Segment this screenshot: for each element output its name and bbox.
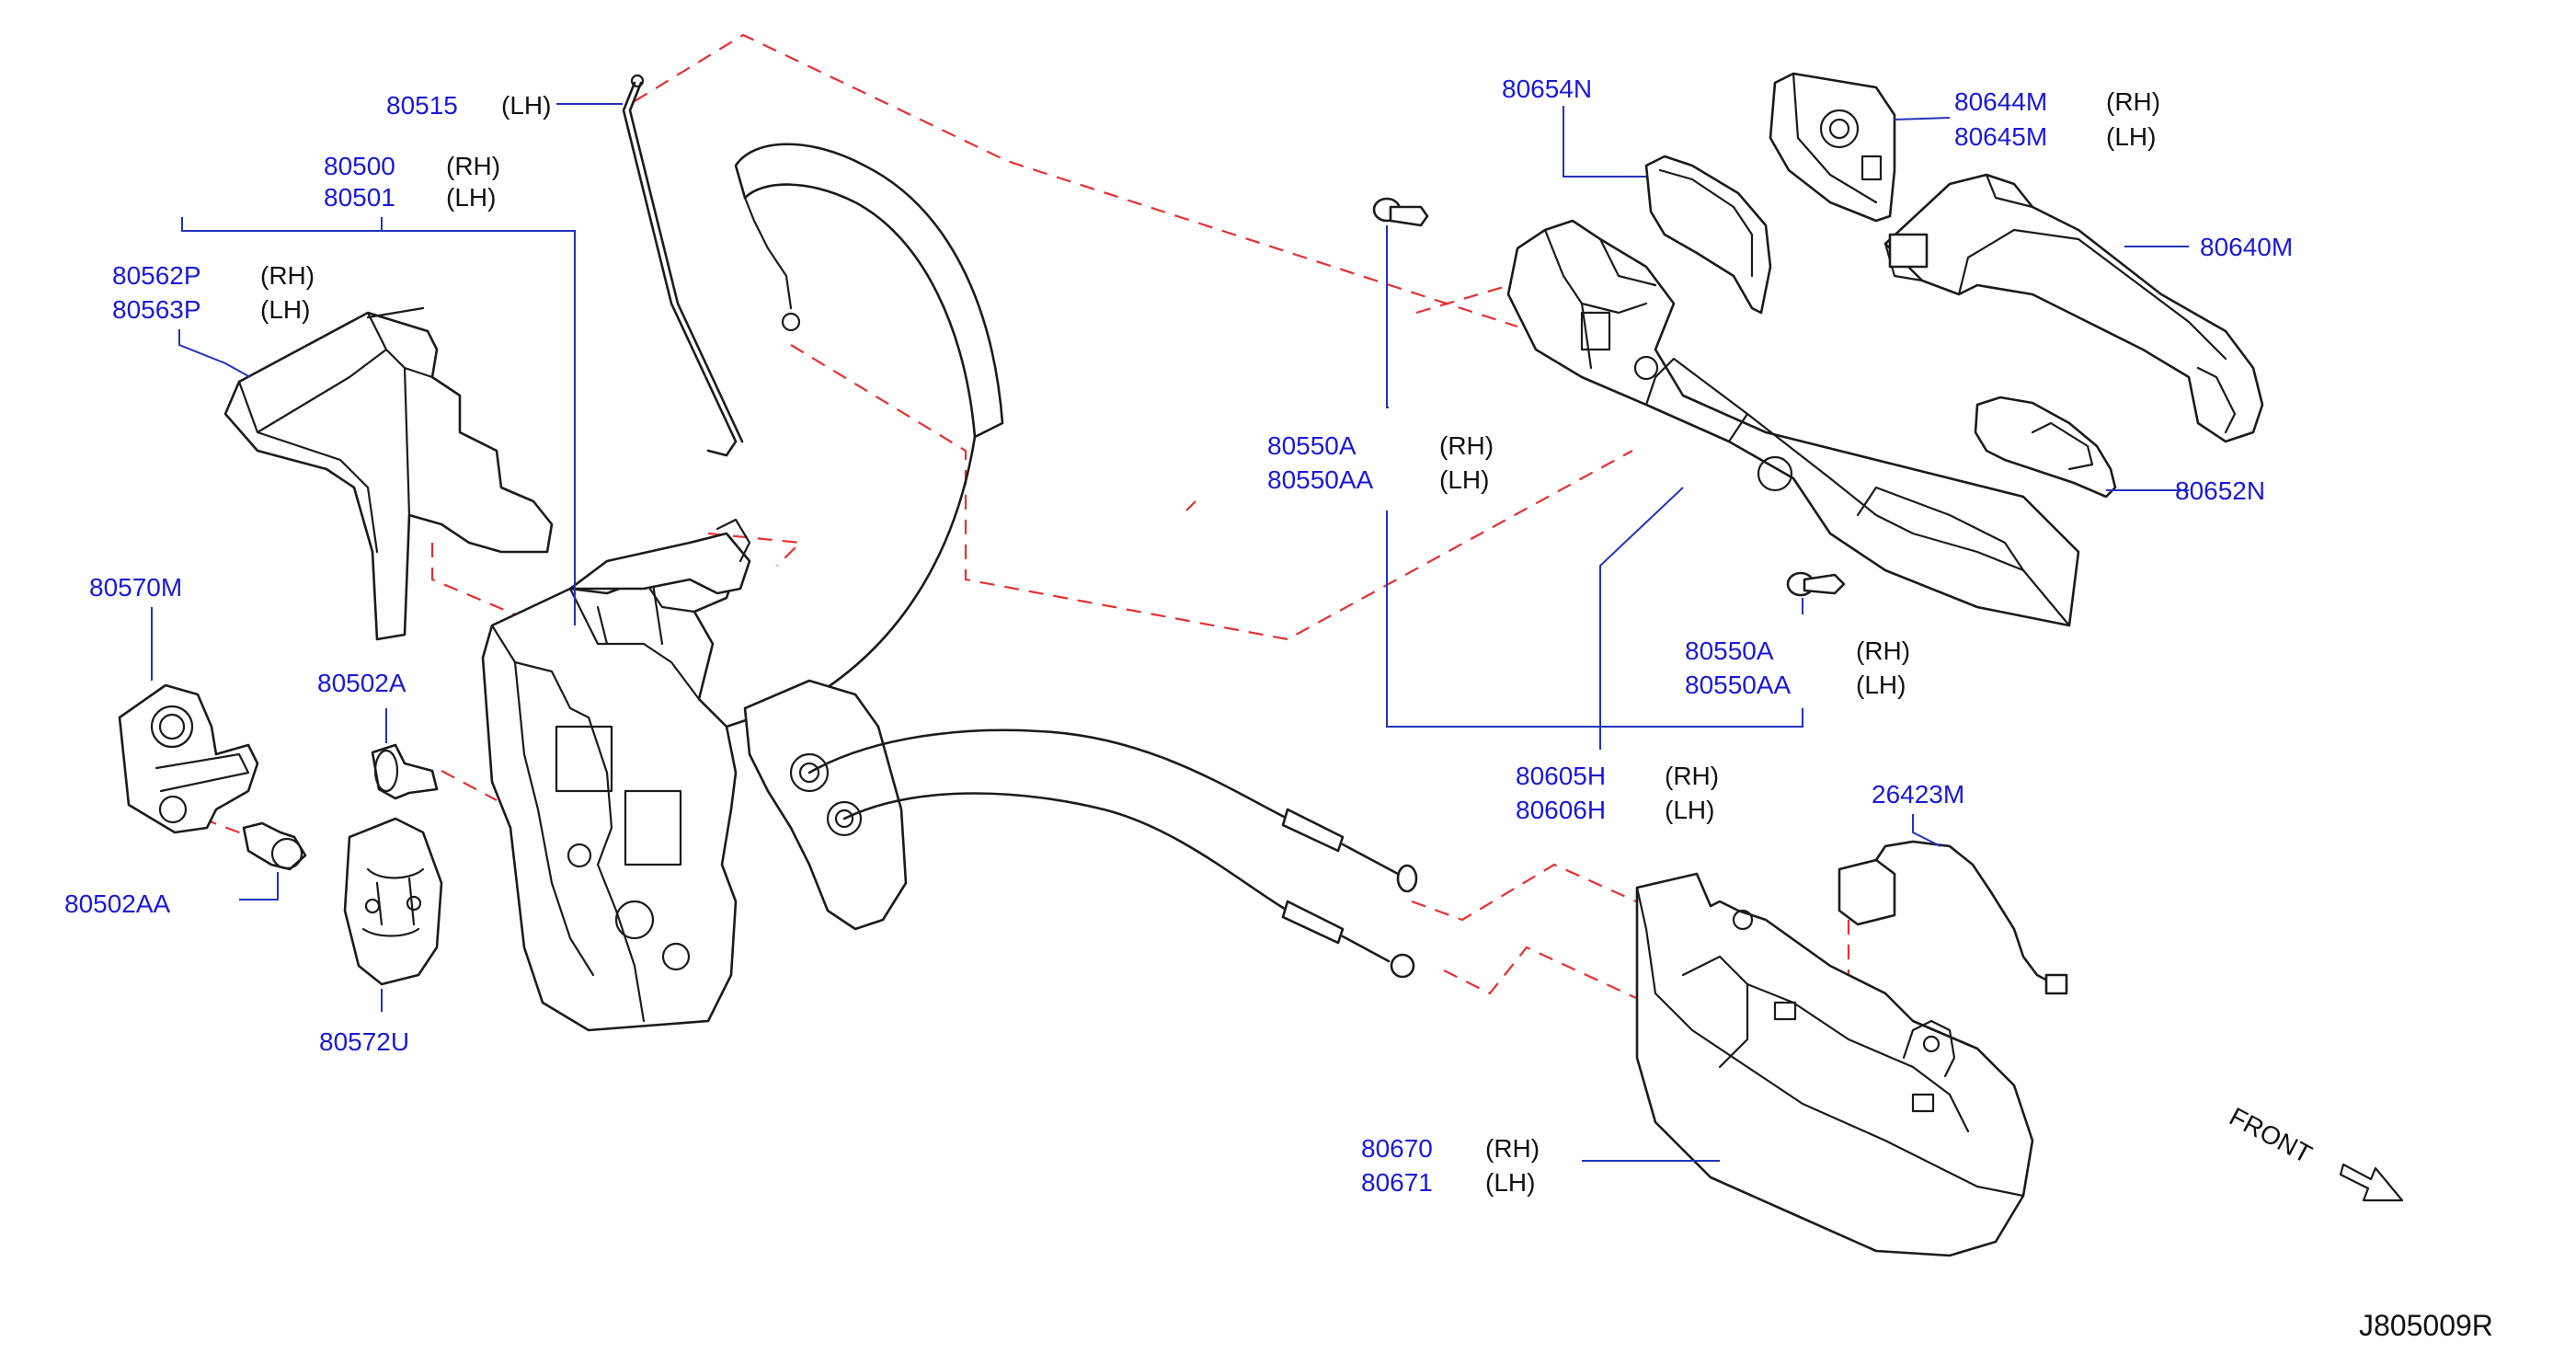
cable-plate	[743, 679, 908, 931]
part-number: 80501	[324, 183, 395, 212]
upper-cable	[725, 143, 1004, 728]
front-indicator: FRONT	[2225, 1102, 2404, 1202]
part-number: 80640M	[2200, 233, 2293, 261]
side-label: (RH)	[446, 152, 500, 180]
screw-80550a-upper	[1372, 197, 1429, 227]
handle-bracket-80605h	[1506, 219, 2080, 627]
part-number: 80500	[324, 152, 395, 180]
part-number: 80654N	[1502, 75, 1592, 103]
part-number: 26423M	[1872, 780, 1964, 809]
callout-80570m: 80570M	[89, 573, 182, 602]
side-label: (LH)	[1485, 1168, 1535, 1197]
part-number: 80670	[1361, 1134, 1433, 1163]
cylinder-cover-80644m	[1769, 72, 1896, 223]
callout-80654n: 80654N	[1502, 75, 1592, 103]
callout-80605h: 80605H (RH) 80606H (LH)	[1516, 762, 1719, 824]
bolt-80502aa	[242, 821, 307, 871]
part-number: 80550A	[1685, 637, 1774, 665]
callout-80502aa: 80502AA	[64, 889, 171, 918]
side-label: (RH)	[1665, 762, 1719, 790]
callout-80550a-lower: 80550A (RH) 80550AA (LH)	[1685, 637, 1910, 699]
front-label: FRONT	[2225, 1102, 2317, 1169]
callout-80500: 80500 (RH) 80501 (LH)	[324, 152, 500, 212]
callout-26423m: 26423M	[1872, 780, 1964, 809]
gasket-80654n	[1644, 155, 1772, 315]
callout-80502a: 80502A	[317, 669, 406, 697]
part-number: 80572U	[319, 1027, 409, 1056]
callout-80644m: 80644M (RH) 80645M (LH)	[1954, 87, 2160, 151]
bolt-80502a	[371, 743, 439, 800]
part-number: 80550A	[1267, 431, 1357, 460]
front-arrow-icon	[2339, 1163, 2404, 1202]
door-lock-80500	[481, 550, 738, 1032]
side-label: (LH)	[1665, 796, 1714, 824]
lock-bracket	[568, 518, 751, 595]
part-number: 80606H	[1516, 796, 1606, 824]
side-label: (LH)	[260, 295, 310, 324]
leader-lines	[151, 103, 2189, 1162]
striker-80570m	[118, 683, 259, 834]
callout-80572u: 80572U	[319, 1027, 409, 1056]
part-number: 80645M	[1954, 122, 2047, 151]
callout-80652n: 80652N	[2175, 476, 2265, 505]
part-number: 80671	[1361, 1168, 1433, 1197]
callout-80670: 80670 (RH) 80671 (LH)	[1361, 1134, 1540, 1197]
part-number: 80605H	[1516, 762, 1606, 790]
part-number: 80502A	[317, 669, 406, 697]
part-number: 80515	[386, 91, 458, 120]
cover-80562p	[223, 306, 554, 641]
part-number: 80652N	[2175, 476, 2265, 505]
callout-80550a-upper: 80550A (RH) 80550AA (LH)	[1267, 431, 1494, 494]
rod-80515	[622, 74, 744, 457]
cap-80652n	[1974, 396, 2117, 499]
side-label: (RH)	[1485, 1134, 1540, 1163]
part-number: 80550AA	[1267, 465, 1374, 494]
part-number: 80570M	[89, 573, 182, 602]
screw-80550a-lower	[1786, 571, 1846, 597]
part-number: 80563P	[112, 295, 201, 324]
side-label: (LH)	[2106, 122, 2156, 151]
shim-80572u	[343, 817, 443, 986]
part-number: 80502AA	[64, 889, 171, 918]
side-label: (RH)	[260, 261, 315, 290]
part-number: 80644M	[1954, 87, 2047, 116]
sensor-26423m	[1838, 840, 2068, 995]
side-label: (LH)	[1856, 671, 1906, 699]
inside-handle-80670	[1635, 872, 2034, 1257]
side-label: (RH)	[1856, 637, 1910, 665]
side-label: (LH)	[1439, 465, 1489, 494]
callout-80640m: 80640M	[2200, 233, 2293, 261]
figure-code: J805009R	[2359, 1309, 2493, 1342]
side-label: (LH)	[446, 183, 496, 212]
release-cables	[807, 728, 1418, 979]
side-label: (LH)	[501, 91, 551, 120]
part-number: 80562P	[112, 261, 201, 290]
side-label: (RH)	[1439, 431, 1494, 460]
outside-handle-80640m	[1883, 173, 2264, 443]
side-label: (RH)	[2106, 87, 2160, 116]
callout-80515: 80515 (LH)	[386, 91, 551, 120]
part-number: 80550AA	[1685, 671, 1792, 699]
callout-80562p: 80562P (RH) 80563P (LH)	[112, 261, 315, 324]
